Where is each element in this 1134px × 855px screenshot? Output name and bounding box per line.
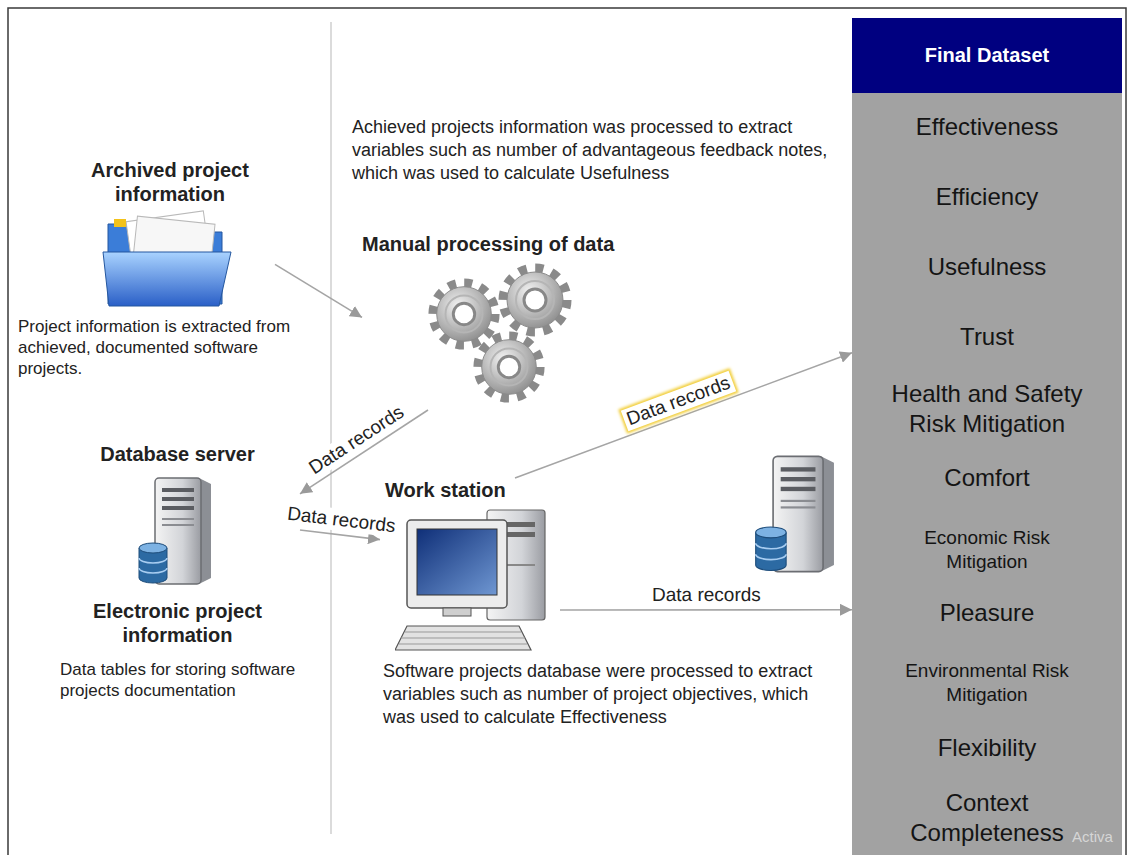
edge-label: Data records <box>649 584 764 606</box>
computer-icon-part <box>417 529 497 595</box>
node-heading: Archived project information <box>65 158 275 206</box>
node-note: Data tables for storing software project… <box>60 659 300 701</box>
icon-node: Database server Electronic project infor… <box>55 442 300 701</box>
edge-label: Data records <box>302 400 410 481</box>
dataset-item: Economic Risk Mitigation <box>882 526 1092 574</box>
server-icon-part <box>139 478 211 584</box>
folder-icon <box>100 210 240 310</box>
dataset-item: Comfort <box>882 463 1092 493</box>
dataset-item: Usefulness <box>882 252 1092 282</box>
node-heading: Manual processing of data <box>362 232 692 256</box>
icon-node: Manual processing of data <box>362 232 692 410</box>
icon-node: Work station <box>380 478 560 654</box>
panel-title: Final Dataset <box>882 43 1092 68</box>
gears-icon-part <box>504 269 566 331</box>
computer-icon-part <box>399 632 527 644</box>
label-text: Project information is extracted from ac… <box>18 316 326 379</box>
flow-arrow <box>275 264 362 317</box>
dataset-item: Environmental Risk Mitigation <box>882 659 1092 707</box>
edge-label: Data records <box>283 502 400 537</box>
dataset-panel: Final DatasetEffectivenessEfficiencyUsef… <box>852 18 1122 855</box>
label-text: Achieved projects information was proces… <box>352 116 857 185</box>
flow-arrow <box>560 609 852 611</box>
server-icon <box>756 456 834 571</box>
watermark: Activa <box>1072 828 1113 846</box>
computer-icon-part <box>407 520 507 608</box>
label-text: Software projects database were processe… <box>383 660 843 729</box>
dataset-item: Context Completeness <box>882 788 1092 848</box>
computer-icon <box>395 504 555 654</box>
dataset-item: Effectiveness <box>882 112 1092 142</box>
gears-icon-part <box>479 337 539 397</box>
divider-line <box>330 22 332 834</box>
dataset-item: Efficiency <box>882 182 1092 212</box>
dataset-item: Pleasure <box>882 598 1092 628</box>
folder-icon-part <box>114 219 126 227</box>
computer-icon-part <box>395 626 531 650</box>
node-subheading: Electronic project information <box>55 599 300 647</box>
outer-frame <box>8 8 1126 855</box>
flow-arrow <box>515 353 852 478</box>
folder-icon-part <box>103 252 231 306</box>
node-heading: Work station <box>385 478 560 502</box>
node-heading: Database server <box>55 442 300 466</box>
gears-icon-part <box>434 284 494 344</box>
dataset-item: Flexibility <box>882 733 1092 763</box>
dataset-item: Trust <box>882 322 1092 352</box>
server-icon <box>137 474 217 589</box>
dataset-item: Health and Safety Risk Mitigation <box>882 379 1092 439</box>
gears-icon <box>425 260 580 410</box>
computer-icon-part <box>443 608 471 616</box>
icon-node: Archived project information <box>65 158 275 310</box>
edge-label: Data records <box>621 371 736 432</box>
